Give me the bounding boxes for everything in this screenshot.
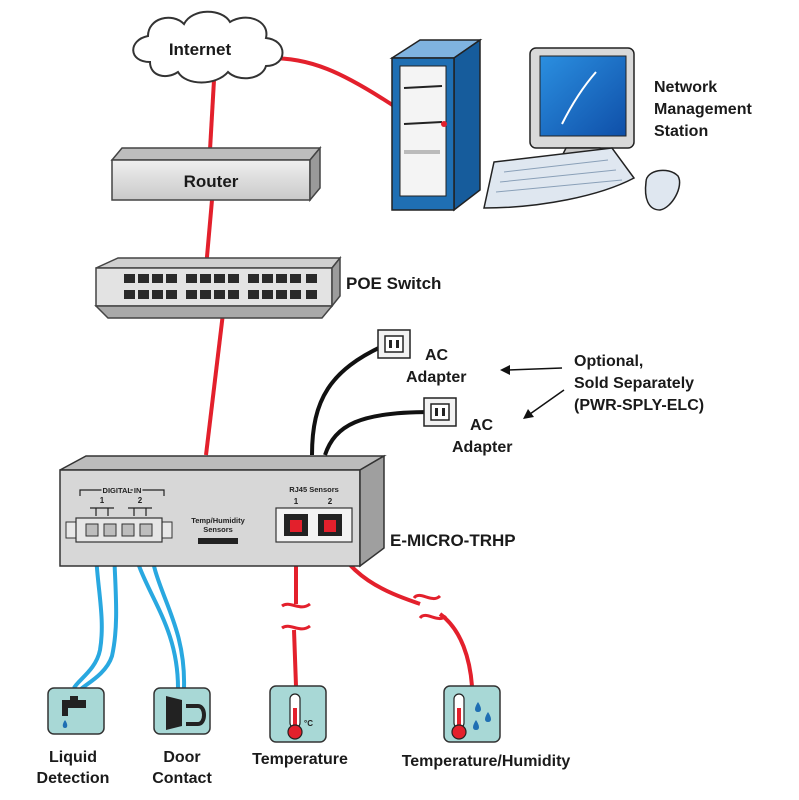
internet-label: Internet [169, 40, 232, 59]
keyboard-icon [483, 147, 636, 209]
rj45-port-1 [284, 514, 308, 536]
nms-label-line3: Station [654, 123, 708, 140]
temp-humidity-sensors-line1: Temp/Humidity [191, 516, 245, 525]
cloud-icon: Internet [132, 10, 284, 84]
rj45-port-2 [318, 514, 342, 536]
wall-outlet-icon [377, 329, 411, 359]
rj45-port1-label: 1 [294, 497, 299, 506]
mouse-icon [644, 169, 681, 211]
router-label: Router [184, 172, 239, 191]
door-magnet-icon [166, 696, 206, 730]
ac-adapter-2-line1: AC [470, 417, 494, 434]
power-cable-2 [323, 410, 431, 456]
nms-label-line1: Network [654, 79, 717, 96]
power-cable-1 [310, 343, 386, 456]
computer-tower-icon [389, 38, 483, 212]
digital-in-ch1: 1 [100, 496, 105, 505]
optional-line2: Sold Separately [574, 375, 694, 392]
router-icon: Router [110, 145, 322, 203]
temp-humidity-sensor-slot [198, 538, 238, 544]
digital-in-bracket [79, 489, 165, 496]
rj45-sensors-label: RJ45 Sensors [289, 485, 339, 494]
liquid-wire-2 [78, 539, 119, 692]
door-contact-sensor [153, 687, 211, 735]
rj45-port2-label: 2 [328, 497, 333, 506]
poe-switch-label: POE Switch [346, 274, 441, 293]
switch-ports [124, 274, 317, 299]
cable-break-2 [412, 593, 448, 621]
temperature-humidity-sensor [443, 685, 501, 743]
thermometer-icon [287, 693, 303, 740]
device-name-label: E-MICRO-TRHP [390, 531, 516, 550]
monitor-icon [529, 47, 635, 161]
internet-nms-cable [267, 56, 402, 112]
thermometer-droplets-icon [451, 693, 491, 740]
liquid-wire [72, 539, 104, 690]
liquid-label-line1: Liquid [49, 749, 97, 766]
faucet-icon [62, 696, 86, 728]
internet-router-cable [208, 79, 216, 151]
ac-adapter-1-line2: Adapter [406, 369, 466, 386]
ac-adapter-1-line1: AC [425, 347, 449, 364]
door-label-line2: Contact [152, 770, 212, 787]
cable-break-1 [281, 602, 311, 631]
arrow-to-adapter-2 [523, 389, 565, 419]
temperature-label: Temperature [252, 751, 348, 768]
terminal-block [65, 517, 173, 543]
optional-line1: Optional, [574, 353, 643, 370]
router-switch-cable [204, 199, 214, 269]
nms-label-line2: Management [654, 101, 752, 118]
temperature-humidity-label: Temperature/Humidity [402, 753, 571, 770]
digital-in-ch2: 2 [138, 496, 143, 505]
cables [72, 56, 474, 692]
poe-switch-icon: POE Switch [94, 255, 441, 319]
liquid-label-line2: Detection [37, 770, 110, 787]
door-label-line1: Door [163, 749, 200, 766]
switch-device-cable [204, 304, 226, 456]
temperature-sensor: °C [269, 685, 327, 743]
ac-adapter-2-line2: Adapter [452, 439, 512, 456]
celsius-label: °C [304, 719, 313, 728]
arrow-to-adapter-1 [500, 365, 563, 375]
e-micro-trhp-device: DIGITAL IN 1 2 Temp/Humidity Sensors RJ4… [59, 454, 387, 568]
optional-line3: (PWR-SPLY-ELC) [574, 397, 704, 414]
temp-humidity-sensors-line2: Sensors [203, 525, 233, 534]
liquid-detection-sensor [47, 687, 105, 735]
wall-outlet-icon-2 [423, 397, 457, 427]
digital-in-label: DIGITAL IN [103, 486, 142, 495]
